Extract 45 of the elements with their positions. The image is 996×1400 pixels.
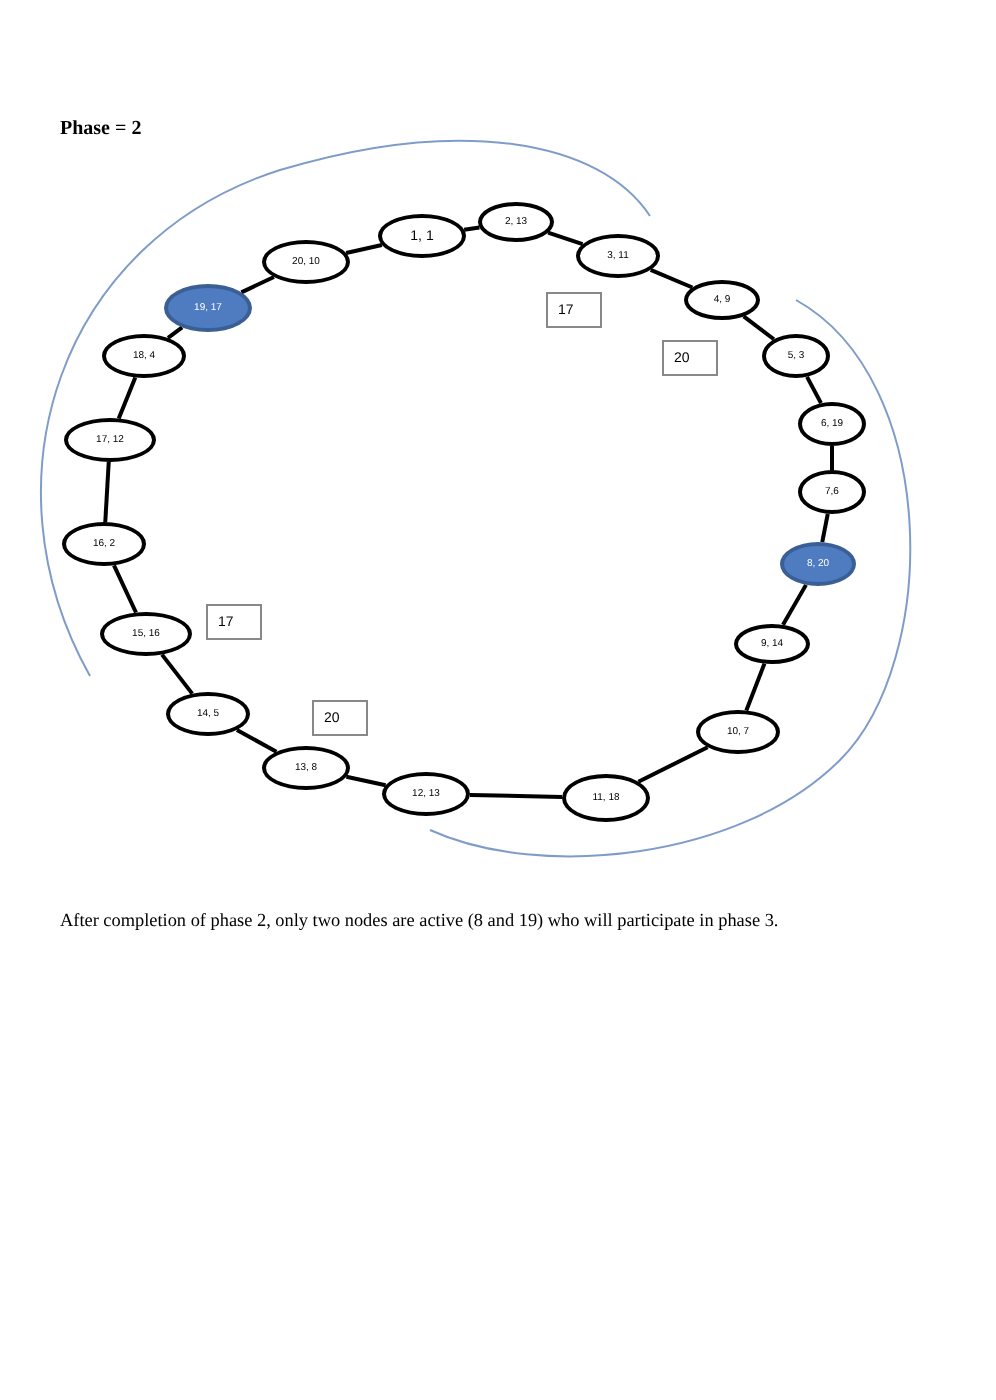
connector-line xyxy=(830,446,834,470)
node-ellipse xyxy=(382,772,470,816)
label-box xyxy=(206,604,262,640)
connector-line xyxy=(116,376,138,420)
connector-line xyxy=(103,461,111,523)
node-ellipse xyxy=(696,710,780,754)
active-node-ellipse xyxy=(780,542,856,586)
node-ellipse xyxy=(102,334,186,378)
diagram-title: Phase = 2 xyxy=(60,118,142,140)
connector-line xyxy=(547,230,584,247)
connector-line xyxy=(463,225,480,232)
connector-line xyxy=(235,728,278,754)
node-ellipse xyxy=(762,334,830,378)
node-ellipse xyxy=(798,470,866,514)
node-ellipse xyxy=(576,234,660,278)
connector-line xyxy=(345,243,383,255)
connector-line xyxy=(112,564,138,614)
connector-line xyxy=(742,314,776,341)
node-ellipse xyxy=(262,240,350,284)
active-node-ellipse xyxy=(164,284,252,332)
node-ellipse xyxy=(378,214,466,258)
node-ellipse xyxy=(562,774,650,822)
connector-line xyxy=(744,662,767,712)
label-box xyxy=(546,292,602,328)
connector-line xyxy=(805,375,823,405)
connector-line xyxy=(781,583,808,626)
node-ellipse xyxy=(734,624,810,664)
node-ellipse xyxy=(478,202,554,242)
node-ellipse xyxy=(798,402,866,446)
connector-line xyxy=(637,745,709,784)
node-ellipse xyxy=(684,280,760,320)
connector-line xyxy=(820,513,830,543)
label-box xyxy=(312,700,368,736)
connector-line xyxy=(160,653,194,695)
connector-line xyxy=(649,267,694,290)
node-ellipse xyxy=(262,746,350,790)
node-ellipse xyxy=(64,418,156,462)
connector-line xyxy=(469,793,563,799)
connector-line xyxy=(240,275,275,295)
caption: After completion of phase 2, only two nodes are active (8 and 19) who will participate in phase 3. xyxy=(60,910,779,930)
node-ellipse xyxy=(166,692,250,736)
node-ellipse xyxy=(100,612,192,656)
connector-line xyxy=(345,774,387,788)
node-ellipse xyxy=(62,522,146,566)
label-box xyxy=(662,340,718,376)
